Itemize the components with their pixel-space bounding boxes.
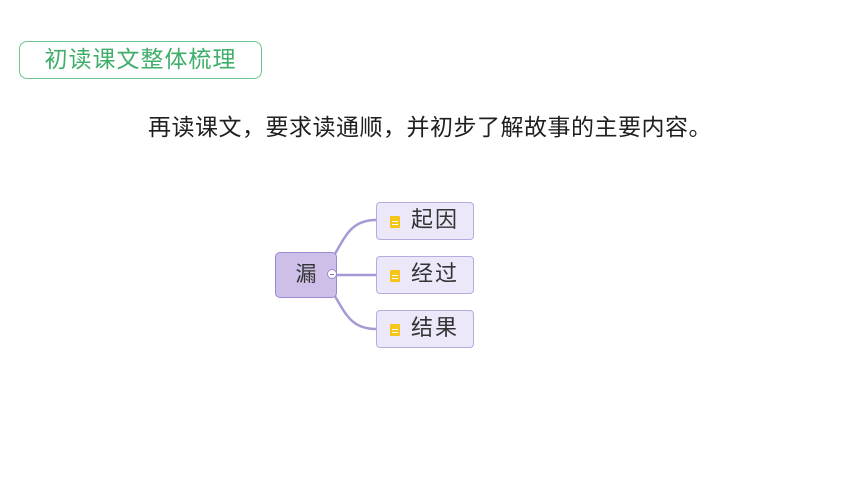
note-icon [390,324,400,336]
child-node-result[interactable]: 结果 [376,310,474,348]
child-node-process[interactable]: 经过 [376,256,474,294]
section-tag: 初读课文整体梳理 [19,41,262,79]
collapse-toggle-icon[interactable] [327,269,337,279]
note-icon [390,270,400,282]
connector-3 [331,292,377,331]
root-node-label: 漏 [295,262,317,286]
instruction-text: 再读课文，要求读通顺，并初步了解故事的主要内容。 [148,115,712,141]
root-node[interactable]: 漏 [275,252,337,298]
connector-1 [331,218,377,258]
note-icon [390,216,400,228]
child-node-cause[interactable]: 起因 [376,202,474,240]
child-node-label: 结果 [411,316,460,341]
child-node-label: 经过 [411,262,460,287]
child-node-label: 起因 [411,208,460,233]
